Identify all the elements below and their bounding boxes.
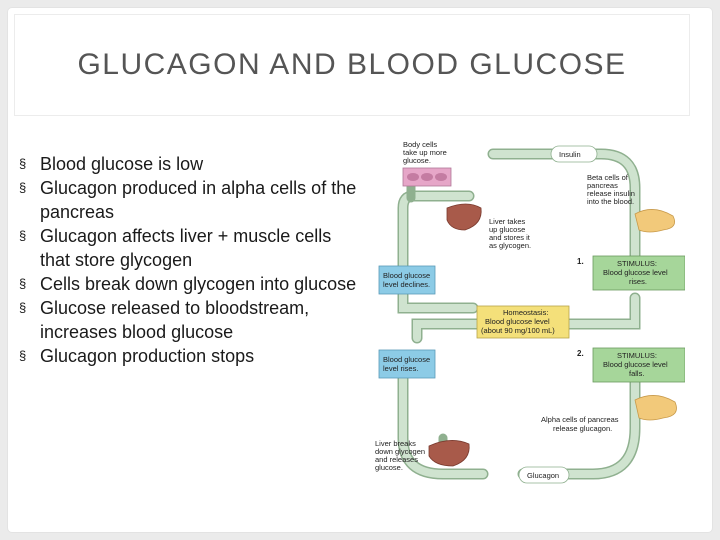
liver-breaks-label-4: glucose. bbox=[375, 463, 403, 472]
bullet-item: § Blood glucose is low bbox=[10, 152, 360, 176]
bullet-marker: § bbox=[19, 276, 27, 291]
beta-label-2: pancreas bbox=[587, 181, 618, 190]
liver-top-image bbox=[446, 203, 482, 231]
bullet-marker: § bbox=[19, 180, 27, 195]
step-2-label: 2. bbox=[577, 349, 584, 358]
declines-label-1: Blood glucose bbox=[383, 271, 430, 280]
alpha-label-1: Alpha cells of pancreas bbox=[541, 415, 619, 424]
liver-breaks-label-3: and releases bbox=[375, 455, 418, 464]
rises-label-2: level rises. bbox=[383, 364, 418, 373]
alpha-label-2: release glucagon. bbox=[553, 424, 612, 433]
homeo-label-1: Homeostasis: bbox=[503, 308, 548, 317]
bullet-text: Glucagon affects liver + muscle cells th… bbox=[40, 226, 332, 270]
bullet-item: § Glucagon affects liver + muscle cells t… bbox=[10, 224, 360, 272]
liver-takes-label-3: and stores it bbox=[489, 233, 531, 242]
bullet-item: § Glucose released to bloodstream, increa… bbox=[10, 296, 360, 344]
glucose-homeostasis-diagram: Body cells take up more glucose. Insulin… bbox=[373, 138, 685, 486]
pancreas-bottom-image bbox=[634, 395, 677, 421]
liver-takes-label-4: as glycogen. bbox=[489, 241, 531, 250]
stim2-label-1: STIMULUS: bbox=[617, 351, 657, 360]
homeo-label-2: Blood glucose level bbox=[485, 317, 550, 326]
bullet-text: Glucose released to bloodstream, increas… bbox=[40, 298, 310, 342]
beta-label-3: release insulin bbox=[587, 189, 635, 198]
beta-label-1: Beta cells of bbox=[587, 173, 629, 182]
bullet-text: Glucagon production stops bbox=[40, 346, 255, 366]
stim1-label-2: Blood glucose level bbox=[603, 268, 668, 277]
body-cells-label-3: glucose. bbox=[403, 156, 431, 165]
stim2-label-2: Blood glucose level bbox=[603, 360, 668, 369]
glucagon-pill bbox=[518, 466, 570, 484]
stim1-label-1: STIMULUS: bbox=[617, 259, 657, 268]
body-cells-label-1: Body cells bbox=[403, 140, 437, 149]
bullet-item: § Glucagon produced in alpha cells of the… bbox=[10, 176, 360, 224]
homeo-label-3: (about 90 mg/100 mL) bbox=[481, 326, 555, 335]
stim1-label-3: rises. bbox=[629, 277, 647, 286]
body-cells-label-2: take up more bbox=[403, 148, 447, 157]
liver-breaks-label-2: down glycogen bbox=[375, 447, 425, 456]
insulin-pill bbox=[550, 145, 598, 163]
bullet-marker: § bbox=[19, 228, 27, 243]
bullet-text: Cells break down glycogen into glucose bbox=[40, 274, 357, 294]
loop-arrows bbox=[397, 148, 641, 480]
pancreas-top-image bbox=[634, 209, 676, 233]
glucagon-label: Glucagon bbox=[527, 471, 559, 480]
body-cells-image bbox=[402, 167, 452, 187]
rises-box bbox=[378, 349, 436, 379]
step-1-label: 1. bbox=[577, 257, 584, 266]
liver-breaks-label-1: Liver breaks bbox=[375, 439, 416, 448]
bullet-item: § Cells break down glycogen into glucose bbox=[10, 272, 360, 296]
liver-takes-label-2: up glucose bbox=[489, 225, 525, 234]
stim2-label-3: falls. bbox=[629, 369, 644, 378]
insulin-label: Insulin bbox=[559, 150, 581, 159]
bullet-text: Blood glucose is low bbox=[40, 154, 204, 174]
bullet-text: Glucagon produced in alpha cells of the … bbox=[40, 178, 357, 222]
declines-label-2: level declines. bbox=[383, 280, 430, 289]
diagram-svg: Body cells take up more glucose. Insulin… bbox=[375, 140, 685, 484]
bullet-marker: § bbox=[19, 300, 27, 315]
homeostasis-box bbox=[476, 305, 570, 339]
liver-takes-label-1: Liver takes bbox=[489, 217, 526, 226]
beta-label-4: into the blood. bbox=[587, 197, 634, 206]
declines-box bbox=[378, 265, 436, 295]
bullet-marker: § bbox=[19, 348, 27, 363]
stimulus-rises-box bbox=[592, 255, 685, 291]
stimulus-falls-box bbox=[592, 347, 685, 383]
title-band: GLUCAGON AND BLOOD GLUCOSE bbox=[14, 14, 690, 116]
rises-label-1: Blood glucose bbox=[383, 355, 430, 364]
bullet-marker: § bbox=[19, 156, 27, 171]
bullet-item: § Glucagon production stops bbox=[10, 344, 360, 368]
slide-title: GLUCAGON AND BLOOD GLUCOSE bbox=[77, 48, 627, 81]
bullet-list: § Blood glucose is low § Glucagon produced… bbox=[10, 152, 360, 368]
liver-bottom-image bbox=[428, 440, 470, 467]
